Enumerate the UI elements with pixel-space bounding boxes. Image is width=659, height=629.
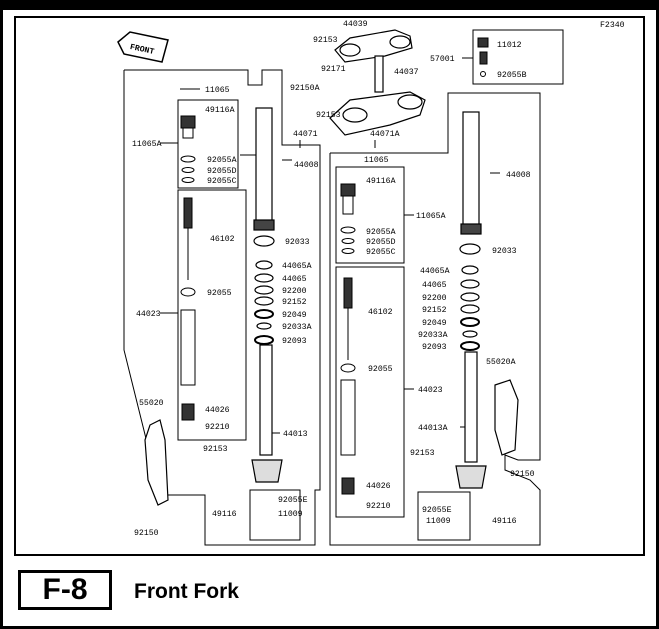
- figure-title: Front Fork: [134, 580, 239, 603]
- part-number-label: 92033A: [418, 331, 448, 340]
- left-cap-box: [177, 99, 239, 189]
- left-cartridge: [180, 197, 196, 421]
- right-fork-cap: [340, 183, 356, 254]
- figure-ref: F2340: [600, 21, 625, 30]
- part-number-label: 49116: [492, 517, 517, 526]
- part-number-label: 49116A: [205, 106, 235, 115]
- left-group-outline: [123, 69, 321, 546]
- part-44071: 44071: [293, 130, 318, 139]
- part-number-label: 11065A: [416, 212, 446, 221]
- part-number-label: 92152: [282, 298, 307, 307]
- part-number-label: 92200: [282, 287, 307, 296]
- part-44071a: 44071A: [370, 130, 400, 139]
- part-number-label: 92153: [410, 449, 435, 458]
- part-number-label: 44065: [422, 281, 447, 290]
- part-number-label: 49116A: [366, 177, 396, 186]
- part-number-label: 92033A: [282, 323, 312, 332]
- left-fork-cap: [180, 115, 196, 183]
- part-number-label: 55020: [139, 399, 164, 408]
- top-right-box: [472, 29, 564, 85]
- right-cartridge: [340, 277, 356, 495]
- right-fork-guard: [494, 379, 519, 456]
- front-arrow-icon: FRONT: [117, 31, 169, 63]
- part-number-label: 11065: [205, 86, 230, 95]
- part-number-label: 92055: [368, 365, 393, 374]
- right-bottom-box: [417, 491, 471, 541]
- part-number-label: 44026: [366, 482, 391, 491]
- part-number-label: 44008: [294, 161, 319, 170]
- part-number-label: 92210: [366, 502, 391, 511]
- left-fork-guard: [144, 419, 169, 506]
- part-number-label: 44013A: [418, 424, 448, 433]
- part-44037: 44037: [394, 68, 419, 77]
- part-number-label: 92093: [422, 343, 447, 352]
- part-92153b: 92153: [316, 111, 341, 120]
- part-92171: 92171: [321, 65, 346, 74]
- part-57001: 57001: [430, 55, 455, 64]
- part-number-label: 92200: [422, 294, 447, 303]
- right-group-outline: [329, 92, 541, 546]
- part-number-label: 11065: [364, 156, 389, 165]
- part-number-label: 92210: [205, 423, 230, 432]
- part-number-label: 55020A: [486, 358, 516, 367]
- right-outer-tube: [460, 111, 482, 235]
- part-number-label: 92049: [422, 319, 447, 328]
- part-number-label: 92055C: [207, 177, 237, 186]
- left-bottom-box: [249, 489, 301, 541]
- diagram-panel: [14, 16, 645, 556]
- part-92150a: 92150A: [290, 84, 320, 93]
- part-number-label: 44013: [283, 430, 308, 439]
- part-number-label: 11009: [426, 517, 451, 526]
- part-number-label: 92055D: [366, 238, 396, 247]
- part-number-label: 44065A: [420, 267, 450, 276]
- part-number-label: 49116: [212, 510, 237, 519]
- left-cartridge-box: [177, 189, 247, 441]
- left-outer-tube: [253, 107, 275, 231]
- part-number-label: 92152: [422, 306, 447, 315]
- part-number-label: 92049: [282, 311, 307, 320]
- part-number-label: 92055A: [366, 228, 396, 237]
- part-11012: 11012: [497, 41, 522, 50]
- part-number-label: 11065A: [132, 140, 162, 149]
- part-number-label: 44026: [205, 406, 230, 415]
- part-number-label: 44065A: [282, 262, 312, 271]
- part-number-label: 92150: [510, 470, 535, 479]
- part-number-label: 92033: [285, 238, 310, 247]
- part-number-label: 44023: [418, 386, 443, 395]
- part-number-label: 92055E: [422, 506, 452, 515]
- part-number-label: 92093: [282, 337, 307, 346]
- part-44039: 44039: [343, 20, 368, 29]
- right-inner-tube: [455, 351, 487, 489]
- part-number-label: 92055: [207, 289, 232, 298]
- part-number-label: 92055C: [366, 248, 396, 257]
- part-number-label: 46102: [368, 308, 393, 317]
- left-seal-stack: [253, 235, 275, 345]
- part-number-label: 46102: [210, 235, 235, 244]
- right-seal-stack: [459, 243, 481, 351]
- top-triple-clamp: [334, 29, 413, 93]
- fork-holder-parts: [477, 37, 489, 77]
- part-number-label: 92055E: [278, 496, 308, 505]
- top-bar: [0, 0, 659, 10]
- part-number-label: 44023: [136, 310, 161, 319]
- part-number-label: 92055A: [207, 156, 237, 165]
- part-92055b: 92055B: [497, 71, 527, 80]
- figure-code: F-8: [18, 570, 112, 610]
- part-number-label: 92033: [492, 247, 517, 256]
- right-cartridge-box: [335, 266, 405, 518]
- part-number-label: 92153: [203, 445, 228, 454]
- part-92153a: 92153: [313, 36, 338, 45]
- part-number-label: 44065: [282, 275, 307, 284]
- bottom-triple-clamp: [329, 91, 426, 136]
- part-number-label: 92055D: [207, 167, 237, 176]
- left-inner-tube: [251, 344, 283, 483]
- part-number-label: 11009: [278, 510, 303, 519]
- part-number-label: 44008: [506, 171, 531, 180]
- part-number-label: 92150: [134, 529, 159, 538]
